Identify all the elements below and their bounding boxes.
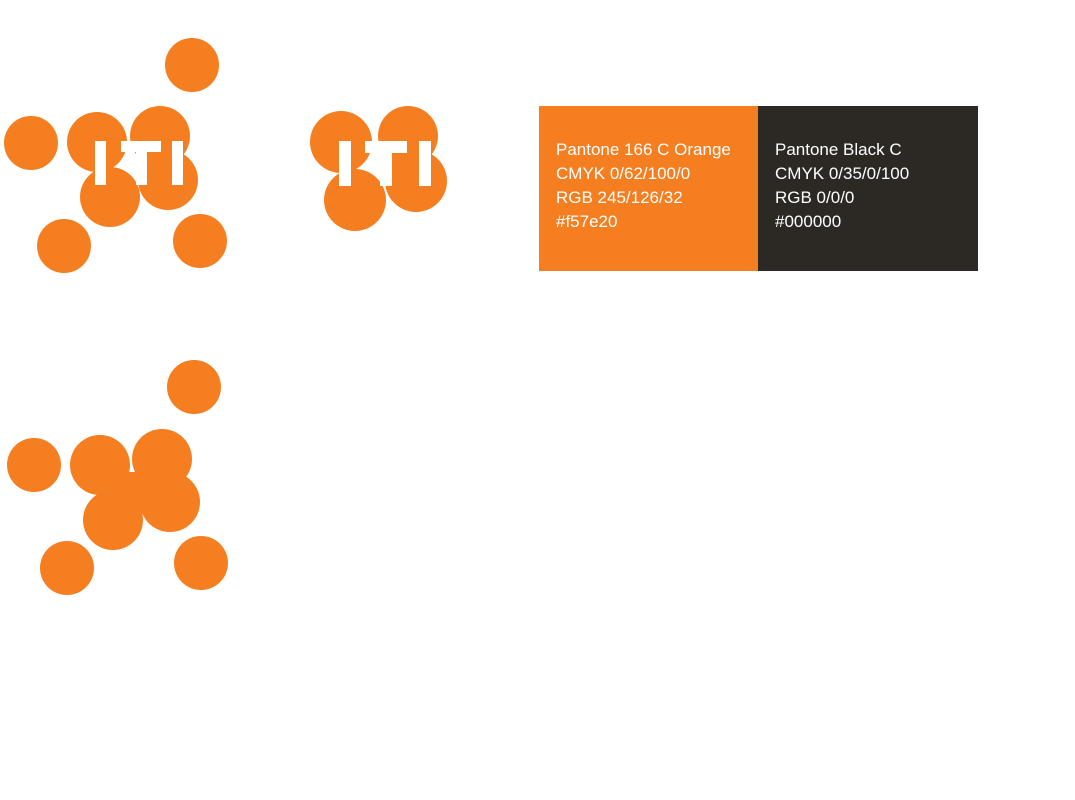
swatch-rgb: RGB 0/0/0 xyxy=(775,188,855,207)
swatch-pantone-name: Pantone 166 C Orange xyxy=(556,140,731,159)
iti-wordmark xyxy=(339,141,431,186)
logo-dot xyxy=(167,360,221,414)
logo-core-dot xyxy=(80,167,140,227)
iti-wordmark xyxy=(95,141,183,185)
swatch-rgb: RGB 245/126/32 xyxy=(556,188,683,207)
swatch-cmyk: CMYK 0/35/0/100 xyxy=(775,164,910,183)
swatch-hex: #f57e20 xyxy=(556,212,618,231)
logo-core-dot xyxy=(385,150,447,212)
color-swatch-black: Pantone Black C CMYK 0/35/0/100 RGB 0/0/… xyxy=(758,106,978,271)
iti-logo-compact xyxy=(310,106,447,231)
logo-dot xyxy=(173,214,227,268)
color-swatch-orange: Pantone 166 C Orange CMYK 0/62/100/0 RGB… xyxy=(539,106,758,271)
logo-dot xyxy=(7,438,61,492)
swatch-cmyk: CMYK 0/62/100/0 xyxy=(556,164,691,183)
logo-dot xyxy=(37,219,91,273)
logo-dot xyxy=(174,536,228,590)
iti-logo-full xyxy=(4,38,227,273)
iti-symbol xyxy=(7,360,228,595)
logo-dot xyxy=(40,541,94,595)
logo-dot xyxy=(165,38,219,92)
logo-dot xyxy=(4,116,58,170)
swatch-hex: #000000 xyxy=(775,212,842,231)
logo-core-dot xyxy=(324,169,386,231)
swatch-pantone-name: Pantone Black C xyxy=(775,140,902,159)
